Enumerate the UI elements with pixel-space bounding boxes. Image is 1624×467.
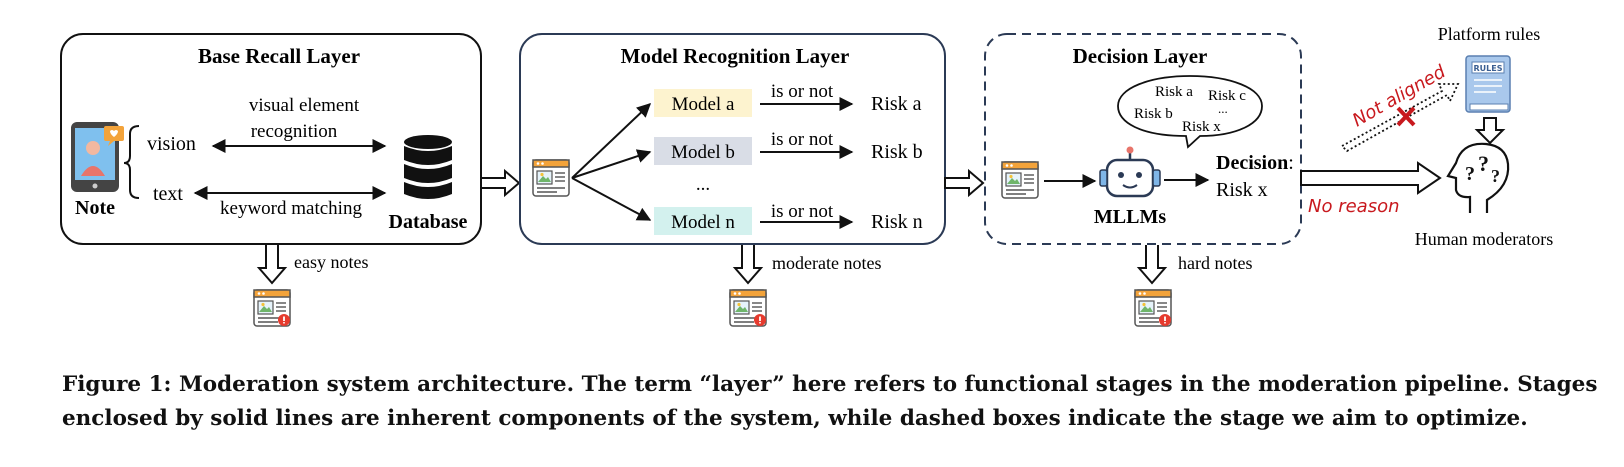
decision-value: Risk x: [1216, 179, 1268, 201]
fan-arrow-n: [571, 177, 652, 221]
moderate-note-icon: [729, 289, 767, 327]
decision-input-note-icon: [1001, 161, 1039, 199]
base-recall-layer-title: Base Recall Layer: [198, 44, 360, 68]
human-head-icon: ? ? ?: [1446, 142, 1510, 213]
hard-notes-arrow: [1136, 245, 1168, 285]
question-marks: ?: [1465, 163, 1475, 185]
fan-arrow-b: [571, 149, 652, 179]
model-n-label: Model n: [671, 212, 735, 233]
model-n-box: [654, 207, 752, 235]
moderate-notes-label: moderate notes: [772, 253, 881, 273]
easy-notes-label: easy notes: [294, 252, 368, 272]
model-recognition-layer-title: Model Recognition Layer: [621, 44, 850, 68]
bubble-risk-b: Risk b: [1134, 106, 1173, 122]
human-moderators-label: Human moderators: [1415, 229, 1553, 249]
text-label: text: [153, 183, 183, 205]
easy-note-icon: [253, 289, 291, 327]
easy-notes-arrow: [256, 245, 288, 285]
platform-rules-label: Platform rules: [1438, 24, 1540, 44]
mllms-label: MLLMs: [1094, 206, 1166, 228]
figure-caption: Figure 1: Moderation system architecture…: [62, 372, 1598, 431]
model-n-edge-label: is or not: [771, 201, 834, 222]
risk-a-label: Risk a: [871, 93, 922, 115]
rules-to-human-arrow: [1474, 117, 1506, 145]
cross-icon: [1396, 106, 1416, 127]
model-b-box: [654, 137, 752, 165]
decision-to-human-arrow: [1300, 161, 1442, 195]
rules-book-icon: RULES: [1465, 55, 1511, 113]
moderation-diagram: Base Recall Layer Note vision text visua…: [60, 24, 1553, 327]
base-to-model-arrow: [480, 168, 521, 198]
bubble-risk-a: Risk a: [1155, 84, 1193, 100]
decision-label: Decision:: [1216, 152, 1294, 174]
hard-notes-label: hard notes: [1178, 253, 1252, 273]
keyword-matching-label: keyword matching: [220, 198, 362, 219]
risk-n-label: Risk n: [871, 211, 923, 233]
model-ellipsis: ...: [696, 174, 710, 195]
model-to-decision-arrow: [944, 168, 985, 198]
svg-text:?: ?: [1478, 151, 1489, 176]
risk-b-label: Risk b: [871, 141, 923, 163]
bubble-risk-c: Risk c: [1208, 88, 1246, 104]
model-b-label: Model b: [671, 142, 735, 163]
svg-text:?: ?: [1491, 166, 1500, 186]
model-b-edge-label: is or not: [771, 129, 834, 150]
model-a-box: [654, 89, 752, 117]
model-input-note-icon: [532, 159, 570, 197]
recognition-label: recognition: [251, 121, 338, 142]
brace: [123, 125, 140, 199]
note-label: Note: [75, 197, 115, 219]
phone-icon: [71, 122, 124, 192]
robot-icon: [1099, 146, 1161, 198]
bubble-dots: ...: [1218, 101, 1228, 116]
decision-layer-title: Decision Layer: [1073, 44, 1208, 68]
fan-arrow-a: [571, 103, 652, 179]
hard-note-icon: [1134, 289, 1172, 327]
database-label: Database: [389, 211, 468, 233]
no-reason-label: No reason: [1308, 196, 1400, 217]
visual-element-label: visual element: [249, 95, 360, 116]
model-a-label: Model a: [672, 94, 735, 115]
not-aligned-arrow: [1340, 83, 1460, 153]
vision-label: vision: [147, 133, 196, 155]
rules-book-text: RULES: [1474, 64, 1503, 73]
model-a-edge-label: is or not: [771, 81, 834, 102]
bubble-risk-x: Risk x: [1182, 119, 1221, 135]
risk-speech-bubble: [1117, 75, 1263, 149]
moderate-notes-arrow: [732, 245, 764, 285]
database-icon: [404, 135, 452, 199]
